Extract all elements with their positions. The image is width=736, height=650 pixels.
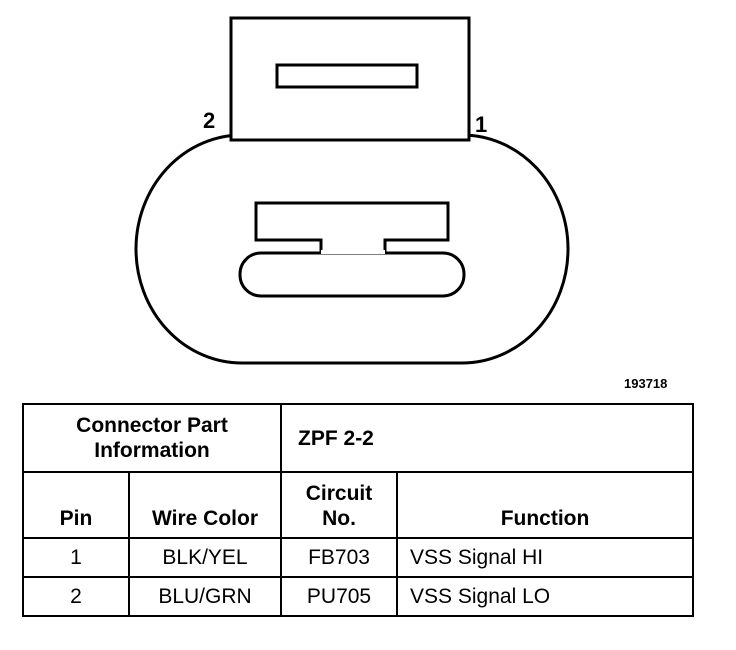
row-2-function: VSS Signal LO — [396, 576, 695, 617]
part-number: ZPF 2-2 — [280, 403, 695, 473]
connector-face-drawing — [134, 16, 570, 365]
header-function: Function — [396, 471, 695, 539]
row-1-pin: 1 — [22, 537, 130, 578]
part-info-label: Connector Part Information — [21, 403, 283, 473]
row-1-wire-color: BLK/YEL — [127, 537, 283, 578]
row-1-circuit: FB703 — [280, 537, 399, 578]
pin-1-label: 1 — [475, 112, 488, 137]
table-row: 2 BLU/GRN PU705 VSS Signal LO — [22, 576, 695, 617]
header-wire-color: Wire Color — [127, 471, 283, 539]
terminal-cavity-lower — [238, 251, 466, 298]
table-row: Connector Part Information ZPF 2-2 — [21, 403, 695, 473]
row-2-pin: 2 — [22, 576, 130, 617]
header-circuit-no: Circuit No. — [280, 471, 399, 539]
header-pin: Pin — [22, 471, 130, 539]
row-2-circuit: PU705 — [280, 576, 399, 617]
row-1-function: VSS Signal HI — [396, 537, 695, 578]
header-row: Pin Wire Color Circuit No. Function — [22, 471, 695, 539]
pin-2-label: 2 — [203, 108, 216, 133]
locking-tab-slot — [275, 63, 419, 89]
table-row: 1 BLK/YEL FB703 VSS Signal HI — [22, 537, 695, 578]
row-2-wire-color: BLU/GRN — [127, 576, 283, 617]
figure-id: 193718 — [624, 376, 668, 391]
connector-info-table: Connector Part Information ZPF 2-2 Pin W… — [21, 403, 695, 617]
